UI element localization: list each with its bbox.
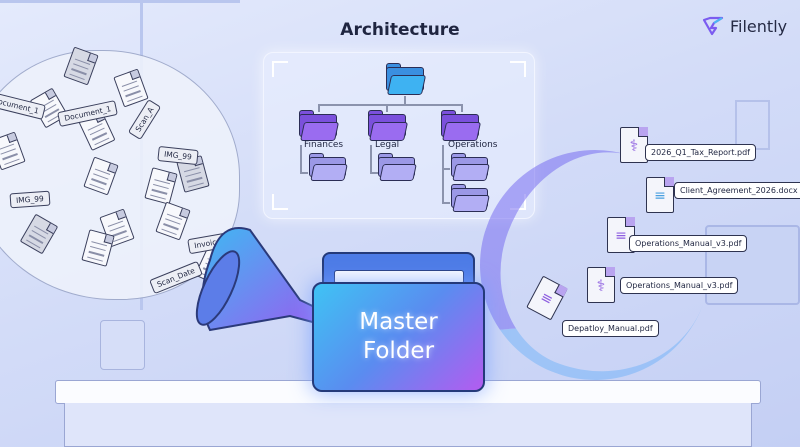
background-plant-pot bbox=[100, 320, 145, 370]
finances-label: Finances bbox=[304, 140, 344, 150]
file-label[interactable]: 2026_Q1_Tax_Report.pdf bbox=[645, 144, 756, 161]
background-frame bbox=[735, 100, 770, 150]
legal-subfolder-icon[interactable] bbox=[378, 153, 417, 181]
brand-name: Filently bbox=[730, 16, 788, 36]
window-frame bbox=[0, 0, 240, 3]
file-label[interactable]: Client_Agreement_2026.docx bbox=[674, 182, 800, 199]
root-folder-icon[interactable] bbox=[386, 63, 427, 95]
operations-folder-icon[interactable] bbox=[441, 110, 482, 141]
legal-folder-icon[interactable] bbox=[368, 110, 409, 141]
operations-subfolder-icon[interactable] bbox=[451, 184, 490, 212]
file-label[interactable]: Operations_Manual_v3.pdf bbox=[620, 277, 739, 294]
legal-label: Legal bbox=[375, 140, 400, 150]
pdf-icon: ⚕ bbox=[620, 127, 648, 163]
brand-logo[interactable]: Filently bbox=[702, 16, 787, 36]
file-label[interactable]: Depatloy_Manual.pdf bbox=[562, 320, 659, 337]
operations-subfolder-icon[interactable] bbox=[451, 153, 490, 181]
file-tag: IMG_99 bbox=[9, 190, 51, 209]
operations-label: Operations bbox=[448, 140, 498, 150]
filently-logo-icon bbox=[702, 16, 724, 36]
finances-folder-icon[interactable] bbox=[299, 110, 340, 141]
master-folder-label-line2: Folder bbox=[362, 338, 435, 364]
funnel-icon bbox=[195, 227, 327, 332]
finances-subfolder-icon[interactable] bbox=[309, 153, 348, 181]
file-label[interactable]: Operations_Manual_v3.pdf bbox=[629, 235, 748, 252]
desk-front bbox=[64, 403, 752, 447]
page-title: Architecture bbox=[340, 20, 460, 40]
master-folder-label-line1: Master bbox=[359, 309, 438, 336]
doc-icon: ≡ bbox=[646, 177, 674, 213]
pdf-icon: ⚕ bbox=[587, 267, 615, 303]
